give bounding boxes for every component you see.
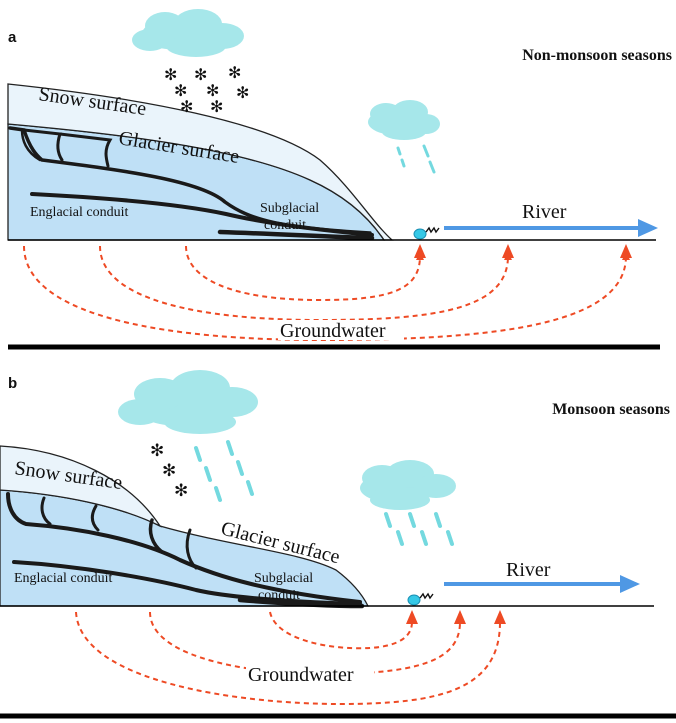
svg-text:✻: ✻ xyxy=(236,85,249,102)
panel-b-title: Monsoon seasons xyxy=(552,401,670,418)
svg-text:✻: ✻ xyxy=(228,65,241,82)
panel-a-subglacial-label-2: conduit xyxy=(264,218,306,233)
panel-a-groundwater-label-bg xyxy=(278,320,404,340)
cloud-icon xyxy=(360,460,456,510)
panel-a-title: Non-monsoon seasons xyxy=(522,47,672,64)
cloud-icon xyxy=(132,9,244,57)
panel-b-river-label: River xyxy=(506,559,551,581)
arrow-right-icon xyxy=(620,575,640,593)
spring-icon xyxy=(413,226,440,240)
svg-text:✻: ✻ xyxy=(174,481,188,500)
arrow-right-icon xyxy=(638,219,658,237)
panel-b-subglacial-label-2: conduit xyxy=(258,588,300,603)
snowflake-icon: ✻ ✻ ✻ ✻ ✻ ✻ ✻ ✻ xyxy=(164,65,249,116)
rain-icon xyxy=(396,144,436,174)
svg-text:✻: ✻ xyxy=(174,83,187,100)
svg-text:✻: ✻ xyxy=(150,441,164,460)
svg-text:✻: ✻ xyxy=(206,83,219,100)
rain-icon xyxy=(384,512,454,546)
svg-text:✻: ✻ xyxy=(210,99,223,116)
rain-icon xyxy=(194,440,254,502)
snowflake-icon: ✻ ✻ ✻ xyxy=(150,441,188,500)
panel-b-snow-layer xyxy=(0,445,162,528)
panel-b-englacial-label: Englacial conduit xyxy=(14,571,112,586)
svg-text:✻: ✻ xyxy=(164,67,177,84)
panel-b: b Monsoon seasons Snow surface Glacier s… xyxy=(0,370,676,719)
arrow-up-icon xyxy=(414,244,632,258)
svg-text:✻: ✻ xyxy=(162,461,176,480)
panel-a-river-label: River xyxy=(522,201,567,223)
panel-b-subglacial-label-1: Subglacial xyxy=(254,571,313,586)
panel-b-groundwater-label: Groundwater xyxy=(248,664,354,686)
panel-a-subglacial-label-1: Subglacial xyxy=(260,201,319,216)
svg-text:✻: ✻ xyxy=(180,99,193,116)
panel-a-englacial-label: Englacial conduit xyxy=(30,205,128,220)
panel-a-groundwater-label: Groundwater xyxy=(280,320,386,342)
panel-b-groundwater-flows xyxy=(75,611,501,706)
panel-a: a Non-monsoon seasons Snow surface Glaci… xyxy=(7,9,672,350)
panel-a-groundwater-flows xyxy=(23,245,630,342)
panel-b-groundwater-label-bg xyxy=(246,664,374,684)
panel-b-letter: b xyxy=(8,375,17,392)
cloud-icon xyxy=(118,370,258,434)
spring-icon xyxy=(407,592,434,606)
panel-a-englacial-conduits xyxy=(8,126,375,241)
arrow-up-icon xyxy=(406,610,506,624)
cloud-icon xyxy=(368,100,440,140)
panel-a-letter: a xyxy=(8,29,17,46)
svg-text:✻: ✻ xyxy=(194,67,207,84)
